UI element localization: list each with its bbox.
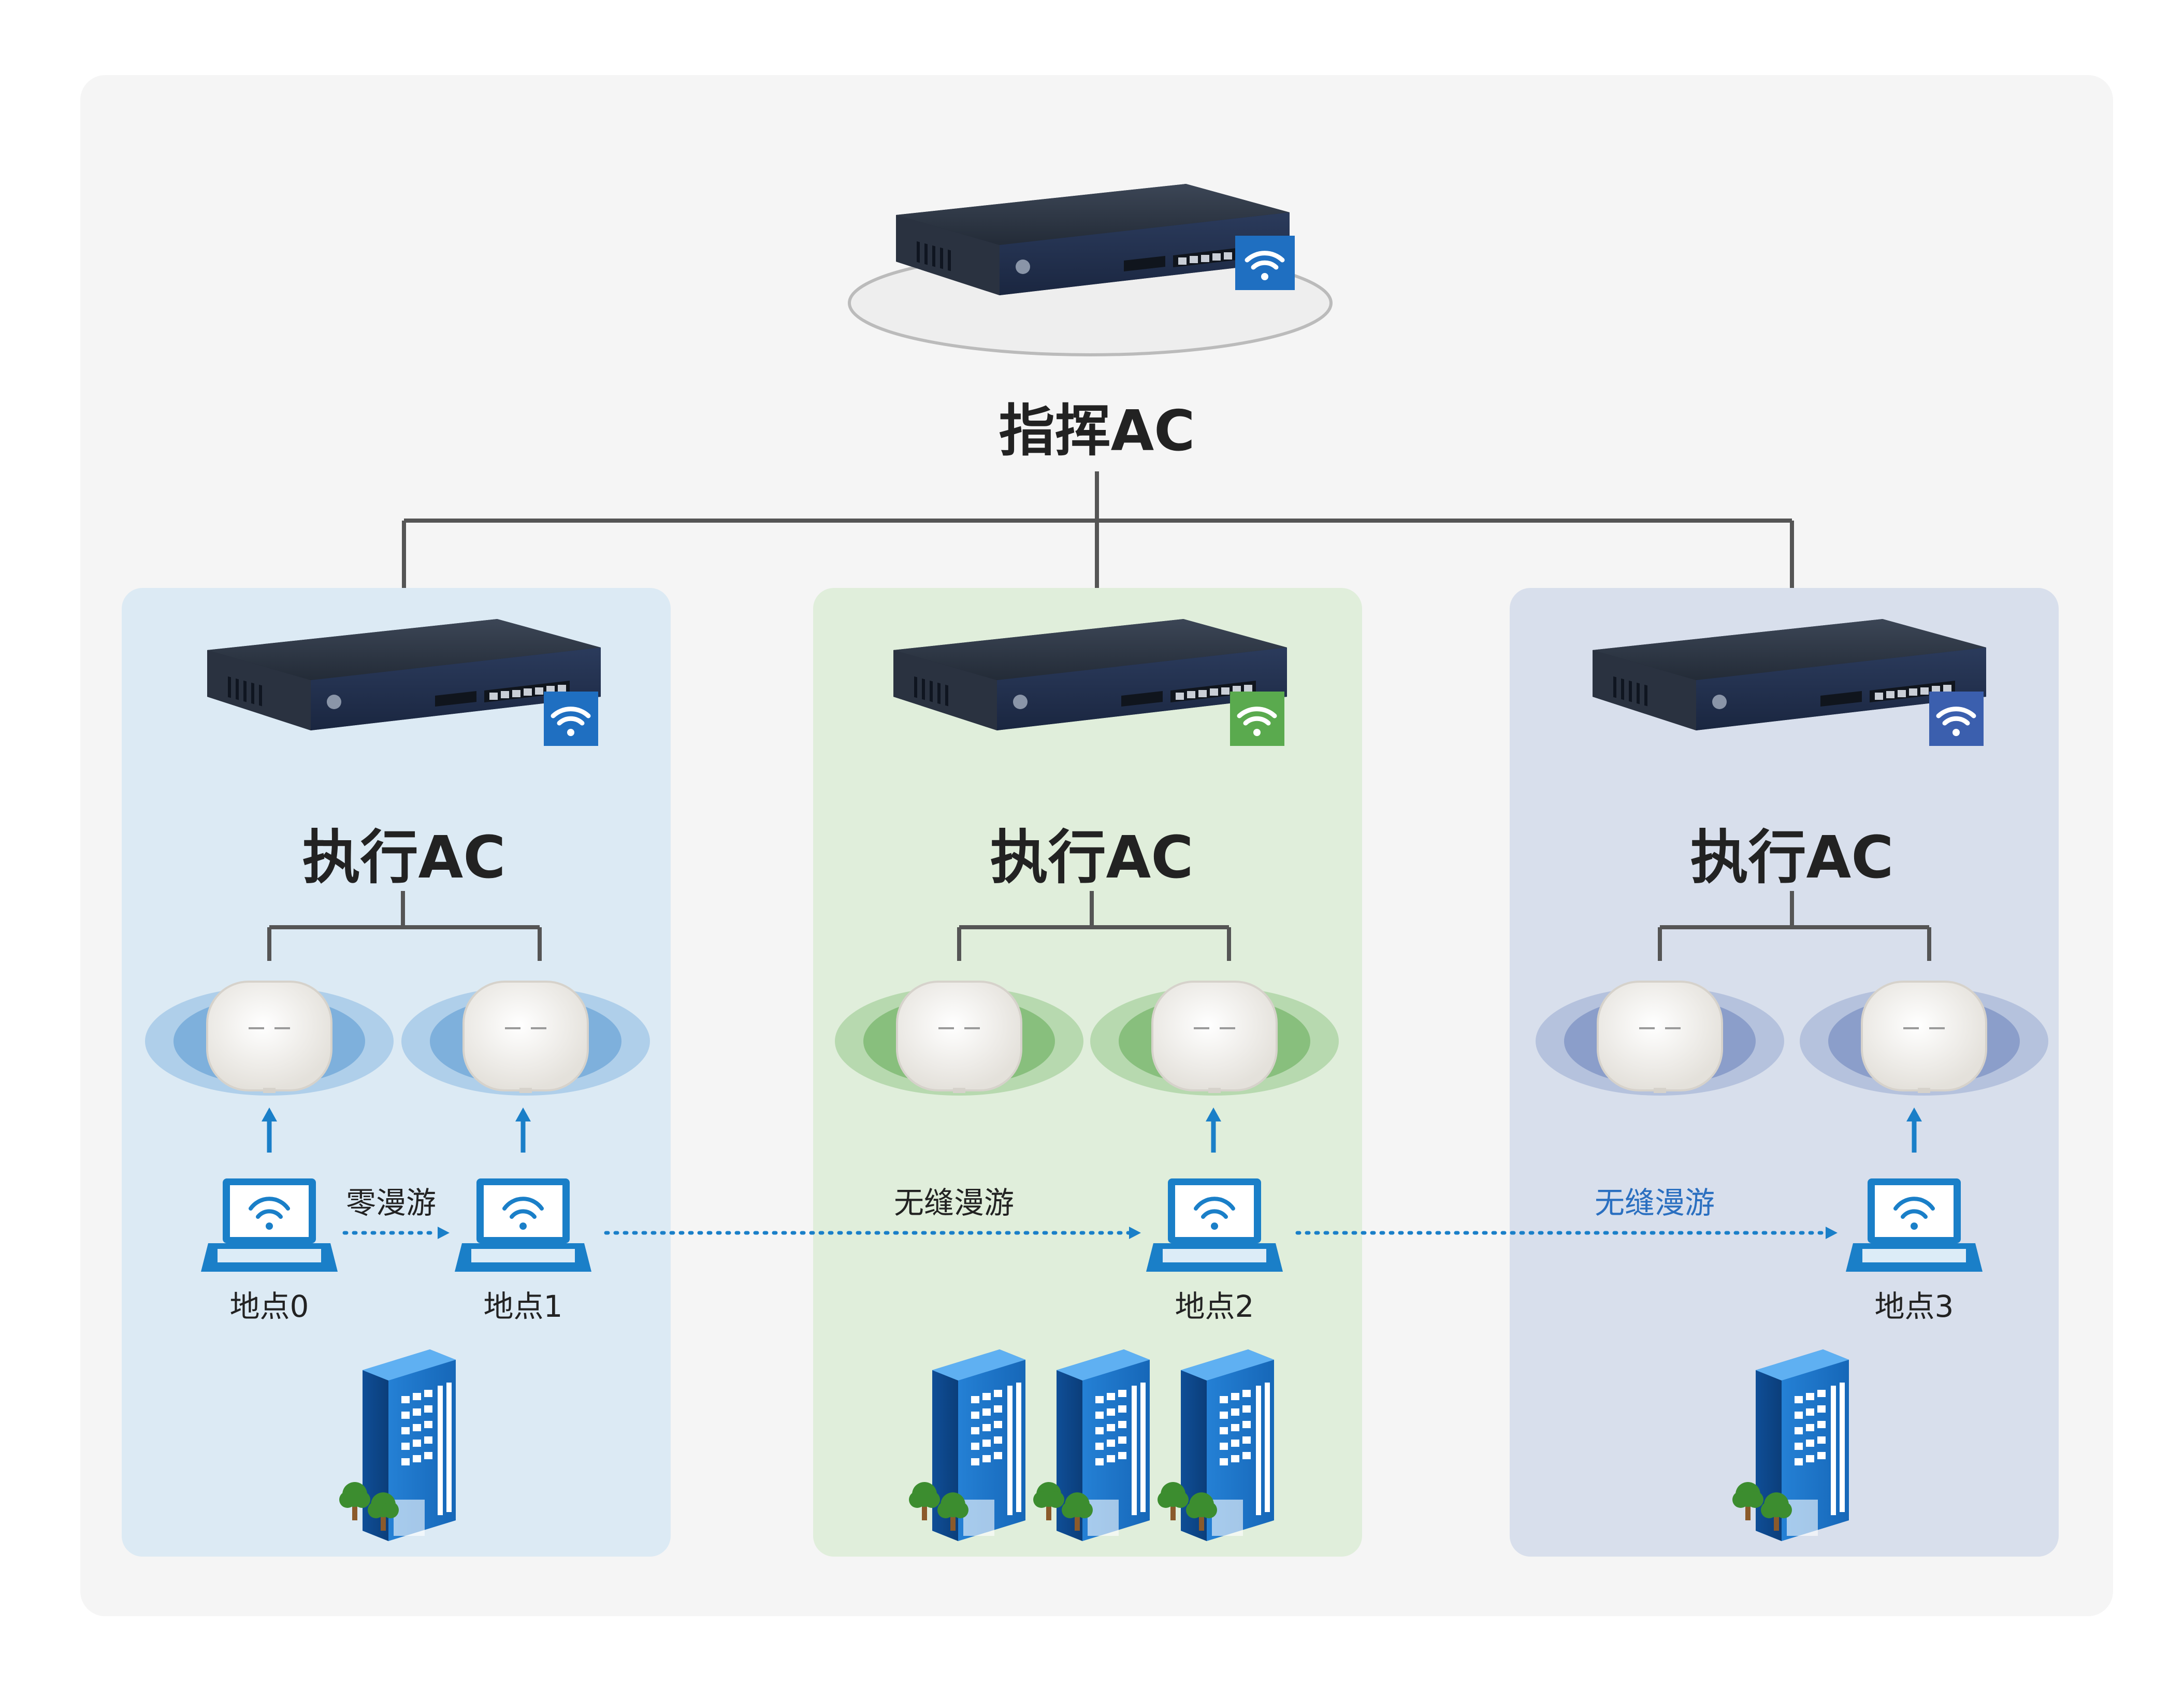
- wifi-icon: [1230, 692, 1284, 746]
- roaming-label-seamless-1: 无缝漫游: [893, 1185, 1015, 1220]
- exec-ac-label-1: 执行AC: [302, 824, 506, 891]
- exec-ac-device-1: [207, 619, 601, 746]
- access-point-icon: [401, 981, 650, 1096]
- laptop-wifi-icon: [1146, 1178, 1283, 1272]
- access-point-icon: [1090, 981, 1339, 1096]
- arrow-up-icon: [1206, 1107, 1221, 1153]
- uplink-arrows: [262, 1107, 1922, 1153]
- site-label-1: 地点1: [483, 1289, 563, 1324]
- arrow-up-icon: [1906, 1107, 1922, 1153]
- laptop-wifi-icon: [455, 1178, 591, 1272]
- arrow-up-icon: [515, 1107, 531, 1153]
- site-label-2: 地点2: [1175, 1289, 1254, 1324]
- ac-controller-icon: [207, 619, 601, 730]
- exec-ac-label-3: 执行AC: [1690, 824, 1894, 891]
- wifi-icon: [544, 692, 598, 746]
- laptop-wifi-icon: [201, 1178, 338, 1272]
- access-point-icon: [835, 981, 1083, 1096]
- access-point-icon: [145, 981, 394, 1096]
- exec-ac-device-2: [893, 619, 1287, 746]
- command-ac-device: [848, 184, 1333, 356]
- site-label-0: 地点0: [229, 1289, 309, 1324]
- access-point-icon: [1800, 981, 2048, 1096]
- roaming-label-zero: 零漫游: [345, 1185, 437, 1220]
- ac-controller-icon: [893, 619, 1287, 730]
- access-point-icon: [1536, 981, 1784, 1096]
- command-ac-label: 指挥AC: [999, 399, 1195, 464]
- roaming-arrowheads: [438, 1227, 1838, 1239]
- access-points: [145, 981, 2048, 1096]
- ac-controller-icon: [1593, 619, 1986, 730]
- wifi-icon: [1929, 692, 1984, 746]
- roaming-label-seamless-2: 无缝漫游: [1594, 1185, 1715, 1220]
- exec-ac-device-3: [1593, 619, 1986, 746]
- topology-lines: [267, 471, 1931, 961]
- wifi-icon: [1235, 236, 1295, 290]
- laptop-wifi-icon: [1846, 1178, 1983, 1272]
- exec-ac-label-2: 执行AC: [990, 824, 1194, 891]
- site-label-3: 地点3: [1874, 1289, 1954, 1324]
- arrow-up-icon: [262, 1107, 277, 1153]
